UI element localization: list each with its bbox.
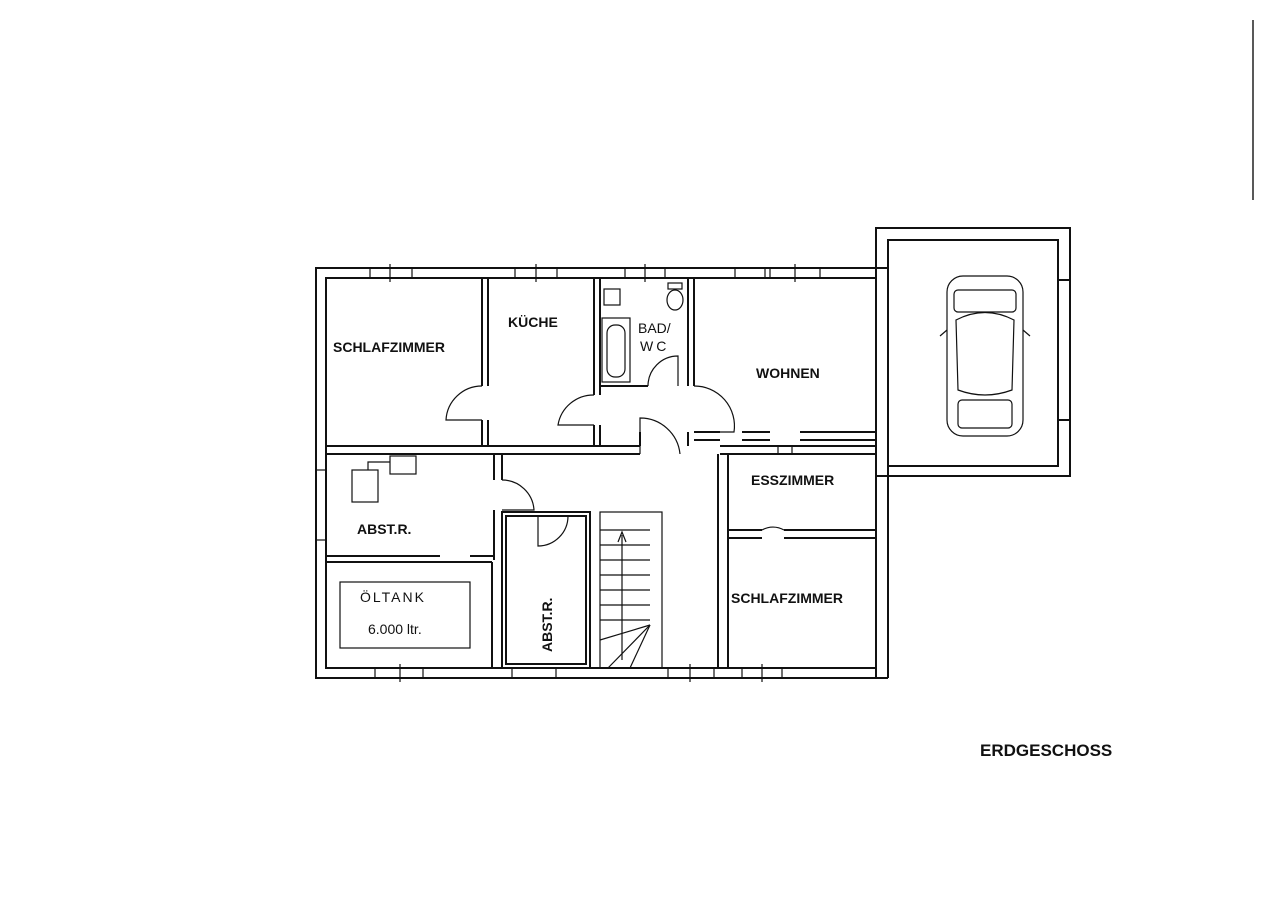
oil-tank [339,581,471,649]
garage [875,227,1071,477]
sink-icon [603,288,621,306]
door-swings [445,355,785,547]
bathtub-icon [601,317,631,383]
boiler-icon [351,455,417,503]
floor-title: ERDGESCHOSS [980,741,1112,760]
toilet-icon [666,282,684,311]
windows [315,264,821,682]
room-label-schlafzimmer-2: SCHLAFZIMMER [731,590,843,606]
room-label-abstellraum: ABST.R. [357,521,411,537]
oil-tank-label: ÖLTANK [360,588,426,605]
room-label-schlafzimmer: SCHLAFZIMMER [333,339,445,355]
room-label-abstellraum-2: ABST.R. [539,598,555,652]
car-icon [939,275,1031,437]
room-label-wohnen: WOHNEN [756,365,820,381]
room-label-esszimmer: ESSZIMMER [751,472,834,488]
oil-tank-capacity: 6.000 ltr. [368,621,422,637]
room-label-kueche: KÜCHE [508,314,558,330]
chimney [777,445,793,455]
room-label-bad: BAD/ [638,320,671,336]
room-label-wc: WC [640,338,669,354]
staircase [599,511,663,669]
